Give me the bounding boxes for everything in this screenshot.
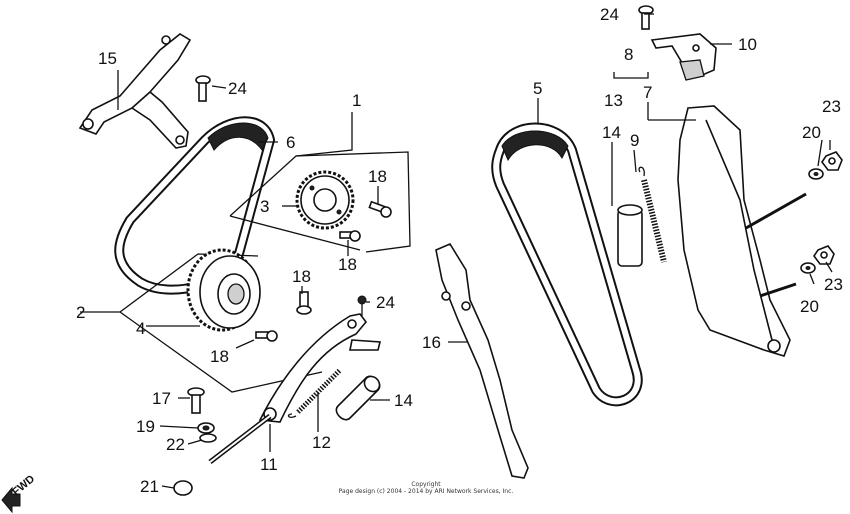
nut-23-upper xyxy=(821,151,843,171)
label-3: 3 xyxy=(260,197,269,216)
label-10: 10 xyxy=(738,35,757,54)
guide-bracket-10 xyxy=(650,33,717,81)
label-13: 13 xyxy=(604,91,623,110)
label-17: 17 xyxy=(152,389,171,408)
label-18-d: 18 xyxy=(210,347,229,366)
label-18-b: 18 xyxy=(338,255,357,274)
label-24-left: 24 xyxy=(228,79,247,98)
label-23-upper: 23 xyxy=(822,97,841,116)
label-15: 15 xyxy=(98,49,117,68)
bolt-24-upper-left xyxy=(195,75,211,102)
copyright-line-2: Page design (c) 2004 - 2014 by ARI Netwo… xyxy=(339,488,514,495)
label-23-lower: 23 xyxy=(824,275,843,294)
forward-indicator: FWD xyxy=(1,473,37,514)
bolt-17 xyxy=(187,387,205,414)
label-21: 21 xyxy=(140,477,159,496)
label-11: 11 xyxy=(260,455,278,474)
tensioner-spring-9 xyxy=(638,166,667,263)
label-14-upper: 14 xyxy=(602,123,621,142)
label-19: 19 xyxy=(136,417,155,436)
label-1: 1 xyxy=(352,91,361,110)
bolt-24-middle xyxy=(357,295,367,316)
label-20-upper: 20 xyxy=(802,123,821,142)
copyright-notice: Copyright Page design (c) 2004 - 2014 by… xyxy=(339,481,514,495)
label-24-right: 24 xyxy=(600,5,619,24)
cam-chain-guide-16 xyxy=(435,242,529,479)
label-7: 7 xyxy=(643,83,652,102)
forward-arrow-icon xyxy=(1,486,21,514)
cap-21 xyxy=(173,480,193,496)
label-2: 2 xyxy=(76,303,85,322)
cam-sprocket-3 xyxy=(295,170,355,230)
bolt-24-upper-right xyxy=(638,5,654,30)
bolt-18-a xyxy=(368,200,392,218)
washer-20-lower xyxy=(800,262,816,274)
cam-chain-guide-bracket xyxy=(78,33,192,149)
tensioner-assembly-7 xyxy=(677,105,807,357)
washer-22 xyxy=(199,433,217,443)
tensioner-spring-12 xyxy=(287,368,342,419)
washer-20-upper xyxy=(808,168,824,180)
tensioner-pin-14-upper xyxy=(617,204,643,267)
tensioner-arm-11 xyxy=(208,313,382,464)
label-18-c: 18 xyxy=(292,267,311,286)
label-16: 16 xyxy=(422,333,441,352)
tensioner-pin-14-lower xyxy=(335,375,381,421)
sprocket-assembly-box-1 xyxy=(229,112,411,253)
label-5: 5 xyxy=(533,79,542,98)
label-22: 22 xyxy=(166,435,185,454)
label-9: 9 xyxy=(630,131,639,150)
label-24-middle: 24 xyxy=(376,293,395,312)
leader-lines xyxy=(117,13,833,489)
cam-chain-large-5 xyxy=(491,122,643,407)
label-6: 6 xyxy=(286,133,295,152)
label-20-lower: 20 xyxy=(800,297,819,316)
part-number-labels: 1 2 3 4 5 6 7 8 9 10 11 12 13 14 14 15 1… xyxy=(76,5,843,496)
label-8: 8 xyxy=(624,45,633,64)
bolt-18-d xyxy=(255,330,278,342)
label-14-lower: 14 xyxy=(394,391,413,410)
bolt-18-b xyxy=(339,230,361,242)
bolt-18-c xyxy=(296,291,312,315)
nut-23-lower xyxy=(813,245,835,265)
fwd-label: FWD xyxy=(10,473,37,498)
cam-sprocket-4 xyxy=(186,248,261,332)
label-18-a: 18 xyxy=(368,167,387,186)
washer-19 xyxy=(197,422,215,434)
label-4: 4 xyxy=(136,319,145,338)
copyright-line-1: Copyright xyxy=(411,481,441,488)
label-12: 12 xyxy=(312,433,331,452)
